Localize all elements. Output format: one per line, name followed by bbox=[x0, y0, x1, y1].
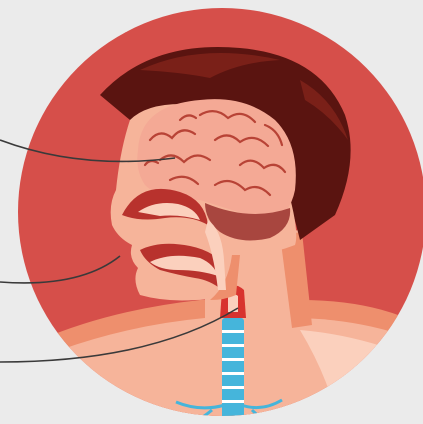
anatomy-illustration bbox=[0, 0, 423, 424]
anatomy-svg bbox=[0, 0, 423, 424]
